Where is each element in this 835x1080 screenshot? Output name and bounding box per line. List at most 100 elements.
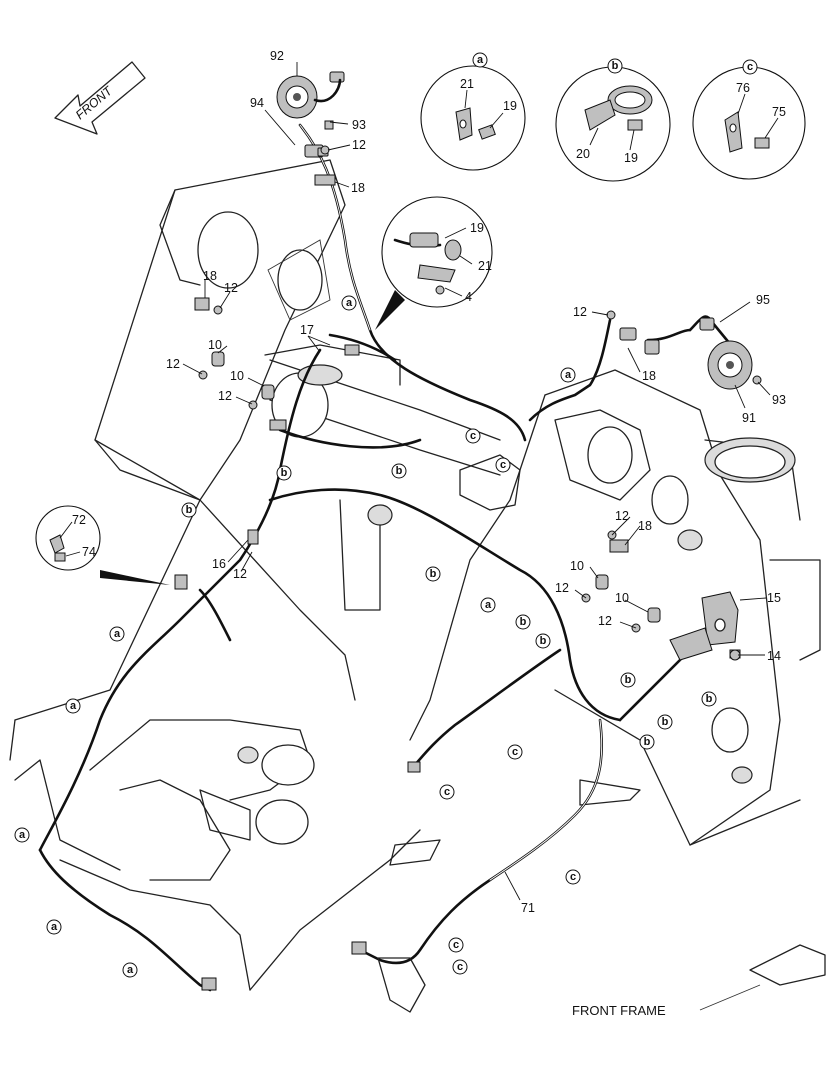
detail-view-c: 76 75 c (692, 59, 806, 180)
callout-21: 21 (478, 259, 492, 273)
callout-12: 12 (555, 581, 569, 595)
callout-16: 16 (212, 557, 226, 571)
svg-text:a: a (565, 369, 572, 381)
clip-tag-b: b (181, 502, 197, 518)
callout-10: 10 (230, 369, 244, 383)
svg-text:c: c (500, 459, 506, 471)
svg-text:a: a (485, 599, 492, 611)
front-direction-arrow: FRONT (54, 61, 146, 135)
svg-text:c: c (470, 430, 476, 442)
svg-text:b: b (662, 716, 669, 728)
callout-18: 18 (351, 181, 365, 195)
horn-lower (619, 317, 753, 390)
clip-tag-b: b (657, 714, 673, 730)
callout-10: 10 (615, 591, 629, 605)
part-number: 19 (503, 99, 517, 113)
inset-detail-72-74 (35, 505, 170, 585)
clip-tag-c: c (452, 959, 468, 975)
svg-text:b: b (281, 467, 288, 479)
clip-tag-c: c (448, 937, 464, 953)
clip-tag-b: b (276, 465, 292, 481)
callout-93: 93 (772, 393, 786, 407)
callout-14: 14 (767, 649, 781, 663)
callout-10: 10 (570, 559, 584, 573)
svg-text:c: c (453, 939, 459, 951)
clip-tags: a a a a a a a a b b b b b b b b b b c c … (14, 295, 717, 978)
callout-12: 12 (352, 138, 366, 152)
diagram-title: FRONT FRAME (572, 1003, 666, 1018)
callout-94: 94 (250, 96, 264, 110)
svg-text:b: b (430, 568, 437, 580)
clip-tag-b: b (535, 633, 551, 649)
detail-view-a: 21 19 a (420, 52, 526, 171)
part-number: 75 (772, 105, 786, 119)
detail-view-b: 20 19 b (555, 58, 671, 182)
clip-tag-a: a (65, 698, 81, 714)
clip-tag-b: b (701, 691, 717, 707)
svg-text:b: b (186, 504, 193, 516)
cross-tube (264, 344, 703, 611)
clip-tag-b: b (515, 614, 531, 630)
callout-12: 12 (224, 281, 238, 295)
clip-tag-a: a (14, 827, 30, 843)
svg-text:a: a (19, 829, 26, 841)
horn-upper (276, 71, 345, 158)
clip-tag-b: b (620, 672, 636, 688)
callout-15: 15 (767, 591, 781, 605)
svg-text:c: c (457, 961, 463, 973)
callout-18: 18 (638, 519, 652, 533)
callout-12: 12 (166, 357, 180, 371)
callout-4: 4 (465, 290, 472, 304)
svg-text:a: a (51, 921, 58, 933)
clip-tag-c: c (565, 869, 581, 885)
callout-18: 18 (203, 269, 217, 283)
clip-tag-a: a (122, 962, 138, 978)
callout-91: 91 (742, 411, 756, 425)
detail-tag-c: c (747, 61, 753, 73)
clip-tag-a: a (109, 626, 125, 642)
callout-12: 12 (573, 305, 587, 319)
callout-12: 12 (598, 614, 612, 628)
callout-10: 10 (208, 338, 222, 352)
svg-text:c: c (570, 871, 576, 883)
clip-tag-c: c (495, 457, 511, 473)
clip-tag-a: a (560, 367, 576, 383)
clip-tag-a: a (46, 919, 62, 935)
callout-72: 72 (72, 513, 86, 527)
part-number: 19 (624, 151, 638, 165)
callout-19: 19 (470, 221, 484, 235)
clip-tag-b: b (391, 463, 407, 479)
callout-71: 71 (521, 901, 535, 915)
svg-text:b: b (625, 674, 632, 686)
switch-bracket (669, 591, 741, 661)
clip-tag-c: c (507, 744, 523, 760)
clip-tag-b: b (425, 566, 441, 582)
clip-tag-a: a (341, 295, 357, 311)
callout-17: 17 (300, 323, 314, 337)
callout-numbers: 92 94 93 12 18 18 12 10 12 10 12 17 19 2… (72, 49, 786, 915)
callout-12: 12 (615, 509, 629, 523)
svg-text:c: c (512, 746, 518, 758)
svg-text:b: b (540, 635, 547, 647)
svg-text:b: b (396, 465, 403, 477)
callout-95: 95 (756, 293, 770, 307)
part-number: 20 (576, 147, 590, 161)
part-number: 76 (736, 81, 750, 95)
lower-link-assembly (59, 719, 826, 1011)
svg-text:c: c (444, 786, 450, 798)
callout-12: 12 (233, 567, 247, 581)
front-frame-right-arm (409, 369, 821, 846)
svg-text:b: b (520, 616, 527, 628)
callout-leaders (182, 62, 771, 901)
clip-tag-a: a (480, 597, 496, 613)
detail-tag-b: b (612, 60, 619, 72)
front-frame-left-arm (9, 159, 356, 871)
clip-tag-c: c (465, 428, 481, 444)
callout-12: 12 (218, 389, 232, 403)
callout-74: 74 (82, 545, 96, 559)
clip-tag-c: c (439, 784, 455, 800)
callout-18: 18 (642, 369, 656, 383)
svg-text:a: a (346, 297, 353, 309)
callout-92: 92 (270, 49, 284, 63)
